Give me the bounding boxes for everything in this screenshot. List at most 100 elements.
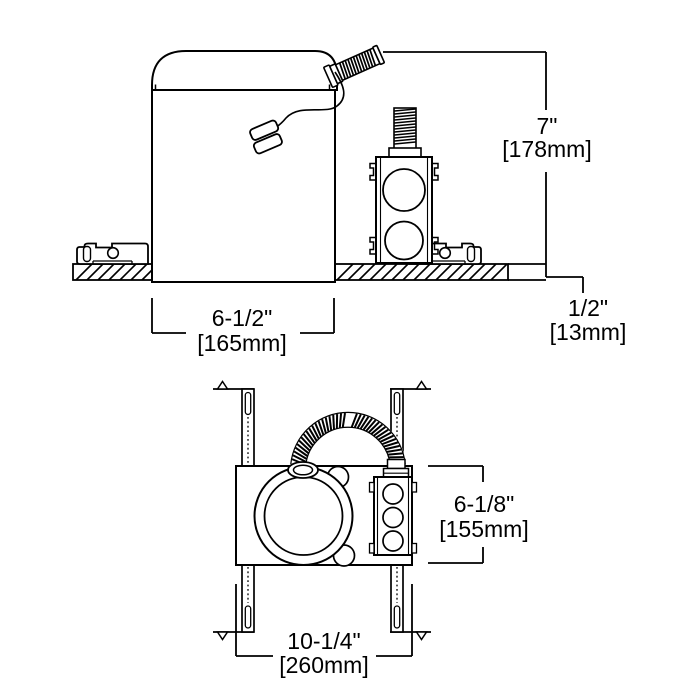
- box-clip: [368, 542, 375, 554]
- hatch-line: [394, 120, 416, 124]
- knockout: [382, 483, 404, 505]
- hatch-line: [479, 263, 497, 281]
- can-conduit-fitting: [287, 461, 319, 479]
- nipple-ribs: [394, 108, 416, 145]
- hatch-line: [388, 452, 403, 456]
- hatch-line: [324, 417, 330, 432]
- hatch-line: [394, 126, 416, 130]
- ceiling-hatch-left: [75, 263, 153, 281]
- hatch-line: [349, 57, 358, 75]
- ceiling-panel-left: [72, 263, 153, 281]
- hatch-line: [338, 413, 343, 428]
- hatch-line: [355, 55, 363, 73]
- nail-point: [415, 380, 428, 390]
- hatch-line: [298, 439, 311, 452]
- hatch-line: [394, 141, 416, 145]
- hatch-line: [383, 441, 399, 448]
- dim-label-metric: [13mm]: [550, 319, 627, 345]
- hatch-line: [402, 263, 420, 281]
- fitting-neck: [386, 458, 406, 470]
- hatch-line: [292, 454, 307, 463]
- hatch-line: [119, 263, 137, 281]
- hatch-line: [368, 421, 380, 434]
- dim-label: 7": [537, 113, 558, 139]
- side-elevation-view: 7" [178mm] 1/2" [13mm] 6-1/2" [165mm]: [72, 44, 627, 356]
- box-clip: [368, 481, 375, 493]
- hatch-line: [336, 263, 354, 281]
- hatch-line: [386, 448, 402, 453]
- hanger-bar-bottom-right: [390, 564, 431, 641]
- can-opening-ring: [253, 465, 356, 567]
- hatch-line: [130, 263, 148, 281]
- fitting-bore: [292, 464, 314, 476]
- hatch-line: [435, 263, 453, 281]
- dim-label: 6-1/8": [454, 491, 515, 517]
- hatch-line: [366, 50, 374, 68]
- bracket-foot: [92, 260, 133, 264]
- hatch-line: [424, 263, 442, 281]
- hatch-line: [356, 415, 366, 429]
- hatch-line: [141, 269, 153, 281]
- hatch-line: [75, 263, 93, 281]
- dim-label-metric: [178mm]: [502, 136, 591, 162]
- hatch-line: [490, 263, 508, 281]
- hatch-line: [413, 263, 431, 281]
- wire-nuts: [249, 119, 283, 155]
- hanger-bar-bottom-left: [213, 564, 255, 641]
- ceiling-panel-right: [333, 263, 509, 281]
- hatch-line: [347, 58, 355, 76]
- dim-label-metric: [155mm]: [439, 516, 528, 542]
- hatch-line: [394, 135, 416, 139]
- hatch-line: [97, 263, 115, 281]
- hatch-line: [394, 111, 416, 115]
- flex-conduit-side: [323, 44, 385, 88]
- hatch-line: [394, 108, 416, 112]
- junction-box-side: [369, 107, 439, 264]
- box-conduit-fitting: [382, 458, 410, 479]
- hatch-line: [468, 263, 486, 281]
- dim-label-metric: [165mm]: [197, 330, 286, 356]
- conduit-inner-edge: [305, 426, 391, 466]
- hatch-line: [391, 263, 409, 281]
- hatch-line: [311, 425, 320, 440]
- hatch-line: [365, 419, 377, 432]
- knockout: [382, 530, 404, 552]
- hatch-line: [359, 416, 370, 430]
- bracket-hole: [438, 246, 452, 260]
- nail-point: [415, 631, 428, 641]
- hatch-line: [108, 263, 126, 281]
- knockout: [382, 168, 426, 212]
- hatch-line: [352, 56, 360, 74]
- hatch-line: [375, 428, 389, 439]
- hatch-line: [293, 450, 307, 460]
- dim-label-metric: [260mm]: [279, 652, 368, 678]
- box-clip: [411, 542, 418, 554]
- hatch-line: [353, 414, 362, 428]
- hatch-line: [86, 263, 104, 281]
- housing-flange-ticks: [154, 84, 331, 90]
- hatch-line: [394, 114, 416, 118]
- hatch-line: [317, 420, 325, 436]
- hatch-line: [370, 423, 383, 435]
- supply-wire: [271, 71, 345, 131]
- dim-lines: [428, 465, 484, 564]
- dim-overall-width: 10-1/4" [260mm]: [235, 584, 413, 678]
- hatch-line: [394, 138, 416, 142]
- hatch-line: [394, 123, 416, 127]
- hatch-line: [358, 54, 366, 71]
- bar-slot: [244, 605, 252, 629]
- hatch-line: [321, 418, 327, 434]
- hatch-line: [358, 263, 376, 281]
- ceiling-hatch-right: [336, 263, 508, 281]
- hatch-line: [294, 446, 308, 457]
- mounting-bracket-left: [76, 242, 149, 265]
- box-clip: [411, 481, 418, 493]
- bar-slot: [244, 391, 252, 416]
- hatch-line: [360, 52, 368, 70]
- bottom-plan-view: 6-1/8" [155mm] 10-1/4" [260mm]: [213, 380, 529, 678]
- wire-nut: [249, 119, 280, 141]
- hatch-line: [362, 417, 373, 431]
- flex-conduit-arc: [289, 411, 407, 467]
- conduit-ribs: [338, 49, 377, 80]
